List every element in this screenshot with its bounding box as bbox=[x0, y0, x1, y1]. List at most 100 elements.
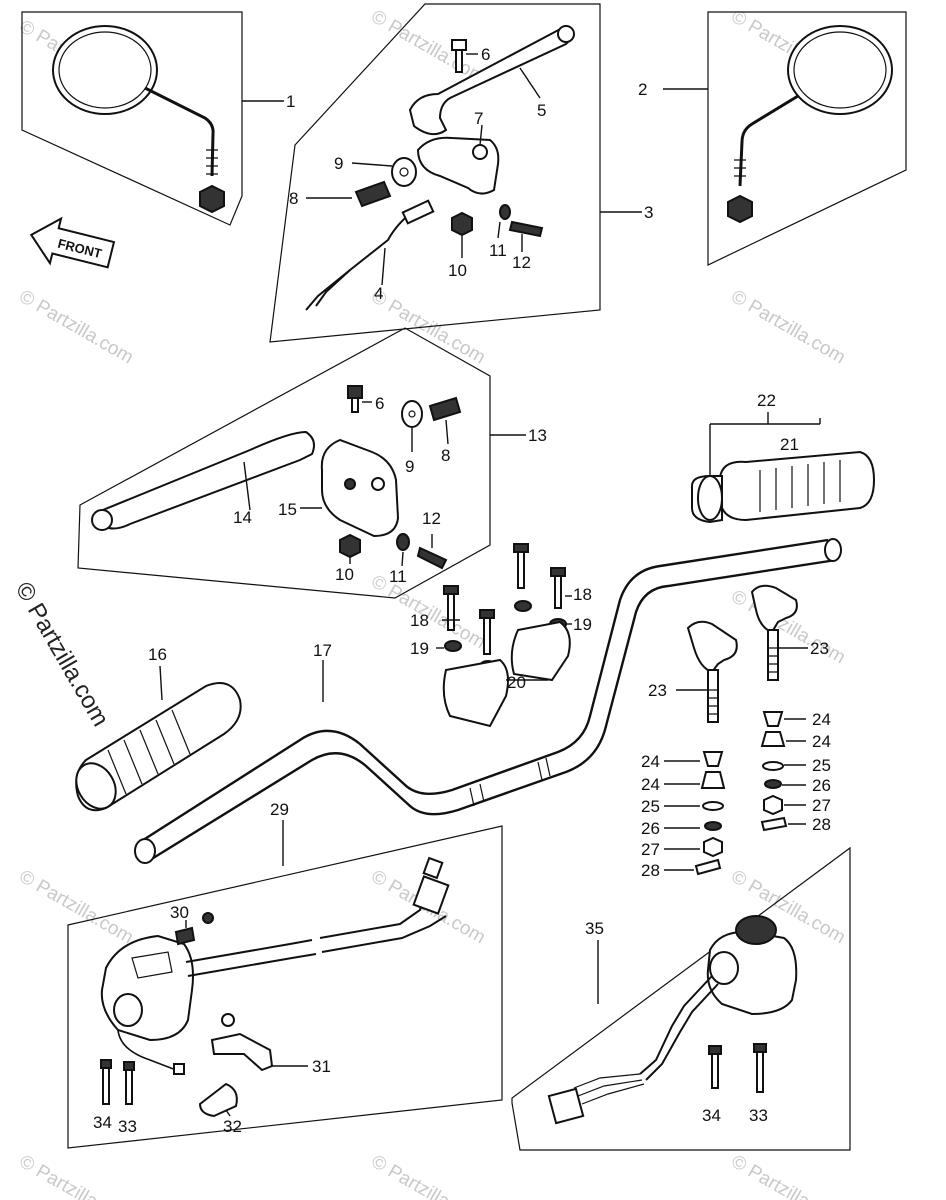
throttle-grip bbox=[719, 450, 876, 522]
label-24d: 24 bbox=[641, 775, 660, 794]
label-34b: 34 bbox=[702, 1106, 721, 1125]
handlebar-clamps-group bbox=[436, 543, 572, 728]
label-24c: 24 bbox=[641, 752, 660, 771]
label-11b: 11 bbox=[389, 567, 407, 586]
handlebar-group bbox=[134, 538, 842, 864]
brake-pivot-bolt bbox=[347, 385, 363, 399]
label-10a: 10 bbox=[448, 261, 467, 280]
front-arrow: FRONT bbox=[29, 216, 116, 269]
label-12a: 12 bbox=[512, 253, 531, 272]
switch-screw bbox=[756, 1051, 764, 1093]
label-26a: 26 bbox=[812, 776, 831, 795]
mirror-left-box bbox=[21, 11, 243, 226]
rubber-damper bbox=[700, 771, 726, 789]
clamp-washer bbox=[444, 640, 462, 652]
label-30: 30 bbox=[170, 903, 189, 922]
label-33a: 33 bbox=[118, 1117, 137, 1136]
label-1: 1 bbox=[286, 92, 295, 111]
label-9a: 9 bbox=[334, 154, 343, 173]
label-6b: 6 bbox=[375, 394, 384, 413]
label-24a: 24 bbox=[812, 710, 831, 729]
right-switch-box-group bbox=[511, 846, 851, 1151]
rubber-damper bbox=[760, 731, 786, 747]
washer bbox=[702, 801, 724, 811]
mirror-right-box bbox=[707, 11, 907, 266]
label-35: 35 bbox=[585, 919, 604, 938]
handlebar-clamp bbox=[442, 658, 509, 728]
left-switch-connector bbox=[412, 875, 450, 915]
knob bbox=[198, 1082, 238, 1118]
brake-adjuster-bolt bbox=[428, 396, 462, 422]
label-9b: 9 bbox=[405, 457, 414, 476]
holder-stud bbox=[767, 629, 779, 681]
lock-washer bbox=[764, 779, 782, 789]
label-19a: 19 bbox=[573, 615, 592, 634]
label-27a: 27 bbox=[812, 796, 831, 815]
brake-lever-nut bbox=[339, 533, 361, 559]
lever-assembly-box-mid bbox=[77, 327, 491, 599]
clamp-bolt bbox=[447, 589, 455, 631]
label-31: 31 bbox=[312, 1057, 331, 1076]
watermark: © Partzilla.com bbox=[16, 866, 137, 948]
switch-screw bbox=[102, 1067, 110, 1105]
label-26b: 26 bbox=[641, 819, 660, 838]
lever-assembly-box-top bbox=[269, 3, 601, 343]
brake-lever bbox=[97, 430, 315, 530]
label-23a: 23 bbox=[810, 639, 829, 658]
handlebar-holders-group bbox=[664, 584, 808, 876]
label-15: 15 bbox=[278, 500, 297, 519]
rubber-damper bbox=[762, 711, 784, 727]
watermark: © Partzilla.com bbox=[368, 1151, 489, 1200]
brake-lever-washer bbox=[396, 533, 410, 551]
brake-adjuster-locknut bbox=[401, 400, 423, 428]
label-21: 21 bbox=[780, 435, 799, 454]
label-17: 17 bbox=[313, 641, 332, 660]
clutch-switch bbox=[401, 199, 435, 225]
watermark: © Partzilla.com bbox=[16, 1151, 137, 1200]
clamp-bolt bbox=[483, 613, 491, 655]
watermark: © Partzilla.com bbox=[16, 286, 137, 368]
holder-stud bbox=[707, 669, 719, 723]
cotter-pin bbox=[760, 816, 788, 832]
label-7: 7 bbox=[474, 109, 483, 128]
label-4: 4 bbox=[374, 284, 383, 303]
label-18a: 18 bbox=[573, 585, 592, 604]
label-29: 29 bbox=[270, 800, 289, 819]
mirror-right-nut bbox=[727, 194, 753, 224]
mirror-right bbox=[787, 25, 893, 115]
clamp-bolt bbox=[554, 571, 562, 609]
label-34a: 34 bbox=[93, 1113, 112, 1132]
label-25a: 25 bbox=[812, 756, 831, 775]
clamp-bolt bbox=[517, 547, 525, 589]
brake-lever-box-group bbox=[77, 327, 526, 599]
mirror-left-nut bbox=[199, 184, 225, 214]
handlebar-clamp bbox=[510, 620, 571, 682]
left-switch-box-group bbox=[67, 820, 503, 1149]
right-grip-group bbox=[691, 412, 876, 524]
label-32: 32 bbox=[223, 1117, 242, 1136]
left-switch-housing bbox=[100, 934, 194, 1042]
label-23b: 23 bbox=[648, 681, 667, 700]
label-16: 16 bbox=[148, 645, 167, 664]
screw bbox=[174, 926, 196, 946]
label-8b: 8 bbox=[441, 446, 450, 465]
label-10b: 10 bbox=[335, 565, 354, 584]
handlebar-holder bbox=[750, 584, 798, 634]
switch-knob bbox=[735, 915, 777, 945]
washer bbox=[762, 761, 784, 771]
lever-bolt bbox=[508, 220, 544, 238]
label-27b: 27 bbox=[641, 840, 660, 859]
castle-nut bbox=[703, 836, 723, 858]
right-switch-connector bbox=[547, 1087, 585, 1125]
label-33b: 33 bbox=[749, 1106, 768, 1125]
clutch-lever-holder bbox=[416, 136, 500, 195]
label-28a: 28 bbox=[812, 815, 831, 834]
label-2: 2 bbox=[638, 80, 647, 99]
label-28b: 28 bbox=[641, 861, 660, 880]
label-22: 22 bbox=[757, 391, 776, 410]
adjuster-locknut bbox=[391, 157, 417, 187]
label-25b: 25 bbox=[641, 797, 660, 816]
lever-washer bbox=[499, 204, 511, 220]
handlebar-right-end bbox=[824, 538, 842, 562]
